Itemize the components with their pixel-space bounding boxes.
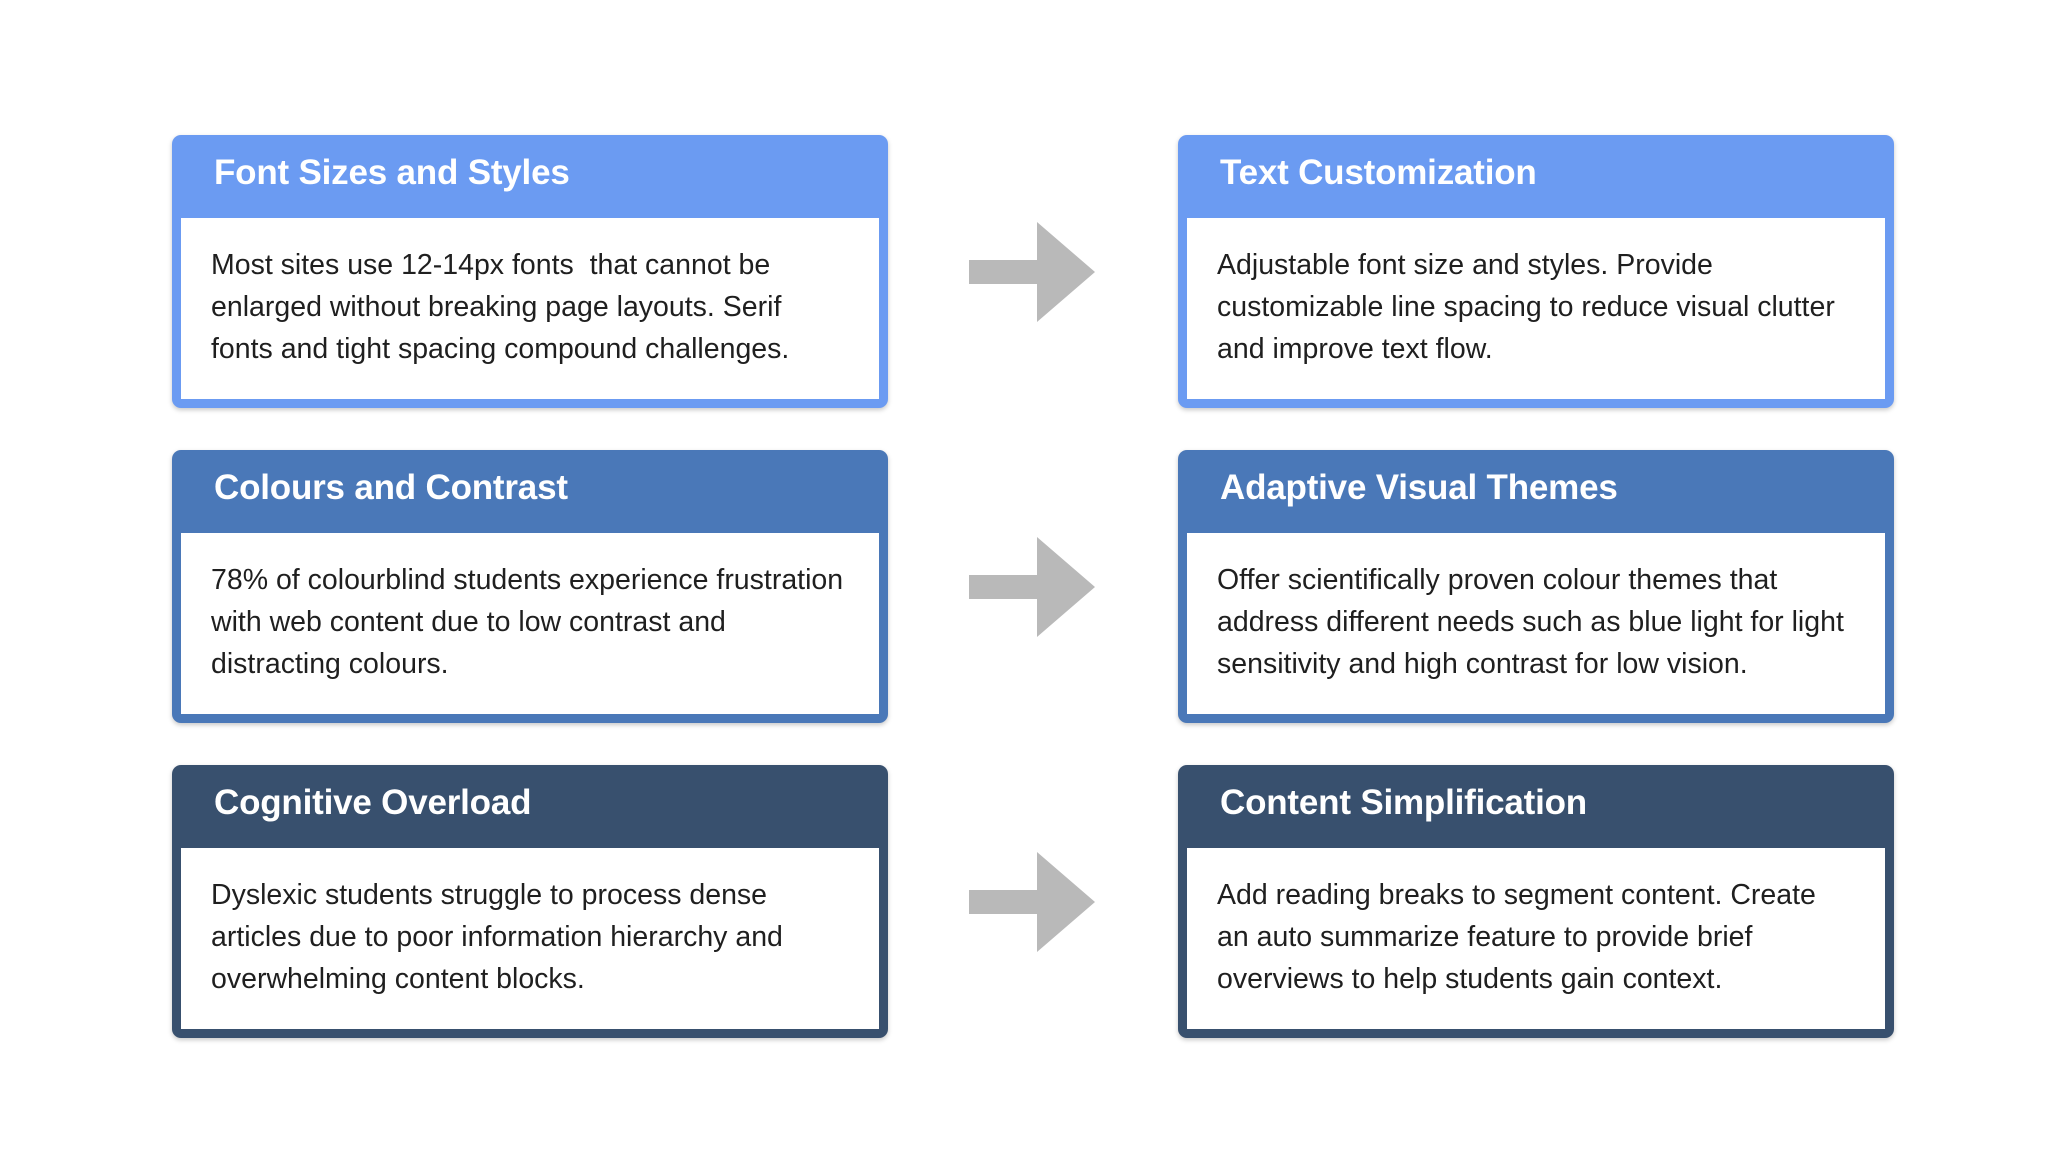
flow-row: Cognitive Overload Dyslexic students str… <box>172 765 1894 1038</box>
card-body: Adjustable font size and styles. Provide… <box>1187 218 1885 399</box>
flow-rows: Font Sizes and Styles Most sites use 12-… <box>172 135 1894 1038</box>
card-body: Most sites use 12-14px fonts that cannot… <box>181 218 879 399</box>
card-title: Adaptive Visual Themes <box>1220 468 1618 507</box>
card-body: 78% of colourblind students experience f… <box>181 533 879 714</box>
card-body: Dyslexic students struggle to process de… <box>181 848 879 1029</box>
solution-card[interactable]: Text Customization Adjustable font size … <box>1178 135 1894 408</box>
arrow-cell <box>888 135 1178 408</box>
card-title: Cognitive Overload <box>214 783 532 822</box>
arrow-cell <box>888 765 1178 1038</box>
solution-card[interactable]: Adaptive Visual Themes Offer scientifica… <box>1178 450 1894 723</box>
problem-card[interactable]: Colours and Contrast 78% of colourblind … <box>172 450 888 723</box>
solution-card[interactable]: Content Simplification Add reading break… <box>1178 765 1894 1038</box>
card-body: Add reading breaks to segment content. C… <box>1187 848 1885 1029</box>
arrow-cell <box>888 450 1178 723</box>
problem-card[interactable]: Cognitive Overload Dyslexic students str… <box>172 765 888 1038</box>
card-title: Font Sizes and Styles <box>214 153 570 192</box>
flow-row: Colours and Contrast 78% of colourblind … <box>172 450 1894 723</box>
right-arrow-icon <box>969 221 1095 322</box>
card-title: Colours and Contrast <box>214 468 568 507</box>
card-title: Text Customization <box>1220 153 1537 192</box>
card-title: Content Simplification <box>1220 783 1587 822</box>
problem-card[interactable]: Font Sizes and Styles Most sites use 12-… <box>172 135 888 408</box>
right-arrow-icon <box>969 536 1095 637</box>
flow-row: Font Sizes and Styles Most sites use 12-… <box>172 135 1894 408</box>
right-arrow-icon <box>969 851 1095 952</box>
card-body: Offer scientifically proven colour theme… <box>1187 533 1885 714</box>
